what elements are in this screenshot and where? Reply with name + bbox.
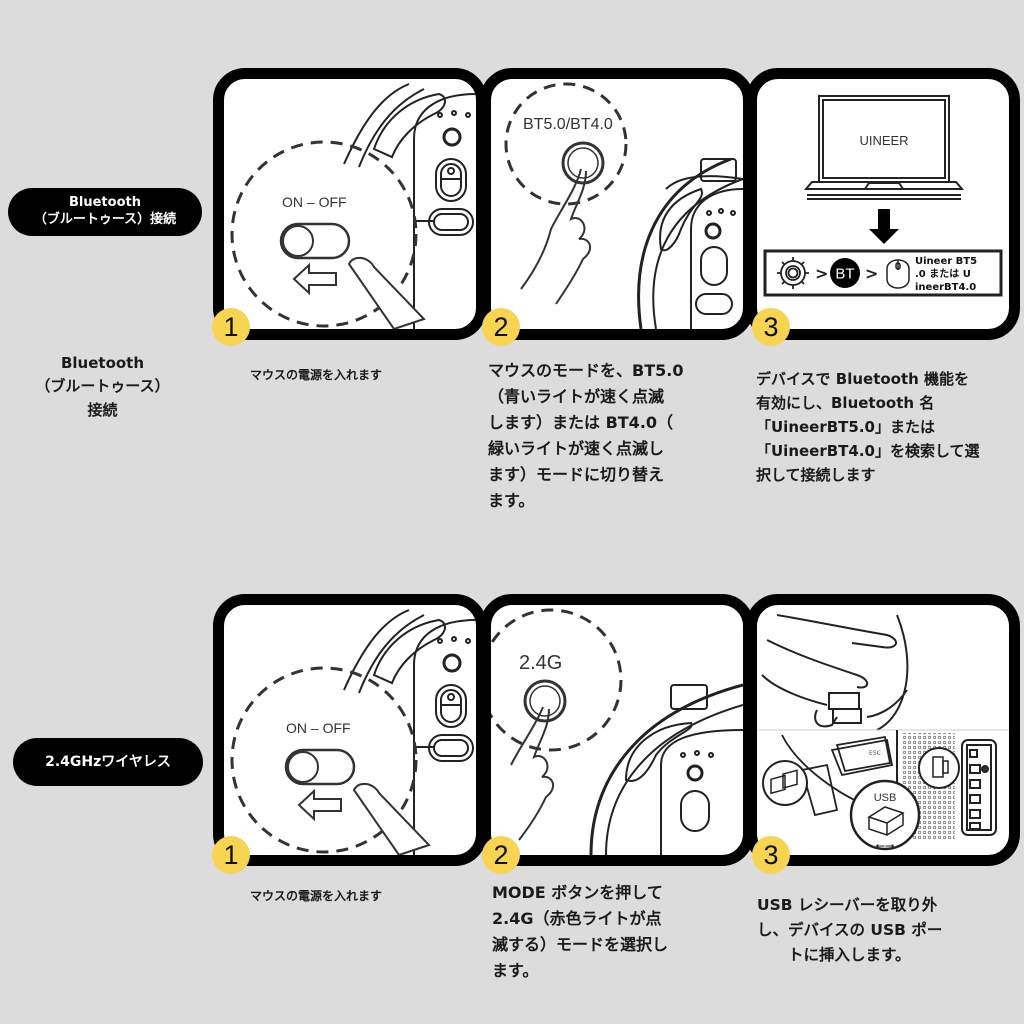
description-line: 2.4G（赤色ライトが点 xyxy=(492,908,662,928)
arrow-down-icon xyxy=(869,209,899,244)
wireless-step-1-card: ON – OFF xyxy=(213,594,487,866)
description-line: 「UineerBT5.0」または xyxy=(756,418,935,436)
mode-button-illustration: 2.4G xyxy=(491,608,743,855)
button-label: BT5.0/BT4.0 xyxy=(523,116,613,133)
description-line: ます。 xyxy=(488,490,535,510)
laptop-icon xyxy=(803,95,965,200)
laptop-screen-label: UINEER xyxy=(859,133,908,148)
pill-line-1: Bluetooth xyxy=(69,195,141,211)
description-line: 緑いライトが速く点滅し xyxy=(488,438,665,458)
step-number-badge: 3 xyxy=(752,836,790,874)
wireless-step-3-card: ESC USB ⭠⭢ xyxy=(746,594,1020,866)
description-line: します）または BT4.0（ xyxy=(488,412,674,432)
bt-badge-label: BT xyxy=(835,266,854,283)
esc-key-label: ESC xyxy=(869,750,881,757)
step-number-badge: 1 xyxy=(212,836,250,874)
bt-step-3-card: UINEER > BT > Uineer BT5 .0 または U ineerB… xyxy=(746,68,1020,340)
description-line: マウスの電源を入れます xyxy=(250,368,383,382)
usb-callout xyxy=(849,779,921,851)
bluetooth-section-pill: Bluetooth （ブルートゥース）接続 xyxy=(8,188,202,236)
chevron-right-icon: > xyxy=(815,264,828,283)
description-line: ます。 xyxy=(492,960,539,980)
bluetooth-side-label: Bluetooth （ブルートゥース） 接続 xyxy=(0,352,205,422)
description-line: デバイスで Bluetooth 機能を xyxy=(756,370,970,388)
description-line: 有効にし、Bluetooth 名 xyxy=(756,394,935,412)
power-switch-illustration: ON – OFF xyxy=(230,609,476,855)
description-line: マウスのモードを、BT5.0 xyxy=(488,361,684,380)
arrow-left-icon xyxy=(297,788,342,822)
switch-label: ON – OFF xyxy=(282,194,347,210)
power-switch-illustration: ON – OFF xyxy=(230,83,476,329)
description-line: 「UineerBT4.0」を検索して選 xyxy=(756,442,980,460)
side-label-line-2: （ブルートゥース） xyxy=(35,377,170,396)
pairing-illustration: UINEER > BT > Uineer BT5 .0 または U ineerB… xyxy=(763,95,1003,297)
receiver-callout-right xyxy=(918,747,960,789)
hand-icon xyxy=(520,168,592,305)
usb-receiver-icon xyxy=(867,806,905,837)
finger-icon xyxy=(352,782,431,855)
bluetooth-badge-icon xyxy=(830,258,860,288)
usb-receiver-illustration: ESC USB ⭠⭢ xyxy=(757,614,1009,852)
arrow-left-icon xyxy=(292,262,337,296)
description-line: 択して接続します xyxy=(756,466,876,484)
mouse-icon xyxy=(886,259,910,289)
description-line: ます）モードに切り替え xyxy=(488,464,665,484)
wireless-step-2-description: MODE ボタンを押して 2.4G（赤色ライトが点 滅する）モードを選択し ます… xyxy=(492,880,668,984)
button-label: 2.4G xyxy=(519,652,562,674)
bt-step-1-description: マウスの電源を入れます xyxy=(250,366,382,385)
pill-line-2: （ブルートゥース）接続 xyxy=(33,212,177,227)
description-line: （青いライトが速く点滅 xyxy=(488,386,665,406)
side-label-line-3: 接続 xyxy=(87,400,118,419)
switch-label: ON – OFF xyxy=(286,720,351,736)
gear-icon xyxy=(777,257,809,289)
description-line: トに挿入します。 xyxy=(757,945,911,964)
description-line: し、デバイスの USB ポー xyxy=(757,920,943,939)
wireless-step-2-card: 2.4G xyxy=(480,594,754,866)
description-line: マウスの電源を入れます xyxy=(250,889,383,903)
pill-label: 2.4GHzワイヤレス xyxy=(45,753,171,770)
device-name: Uineer BT5 .0 または U ineerBT4.0 xyxy=(915,256,981,293)
hand-removing-receiver-icon xyxy=(761,614,909,731)
step-number-badge: 1 xyxy=(212,308,250,346)
description-line: 滅する）モードを選択し xyxy=(492,934,669,954)
bt-step-2-description: マウスのモードを、BT5.0 （青いライトが速く点滅 します）または BT4.0… xyxy=(488,358,683,513)
step-number-badge: 3 xyxy=(752,308,790,346)
wireless-step-3-description: USB レシーバーを取り外 し、デバイスの USB ポー トに挿入します。 xyxy=(757,893,942,967)
wireless-section-pill: 2.4GHzワイヤレス xyxy=(13,738,203,786)
description-line: MODE ボタンを押して xyxy=(492,883,663,902)
bt-step-1-card: ON – OFF xyxy=(213,68,487,340)
hand-icon xyxy=(510,706,555,841)
chevron-right-icon: > xyxy=(865,264,878,283)
side-label-line-1: Bluetooth xyxy=(60,354,145,372)
wireless-step-1-description: マウスの電源を入れます xyxy=(250,887,382,906)
usb-symbol-icon: ⭠⭢ xyxy=(875,838,895,852)
bt-step-2-card: BT5.0/BT4.0 xyxy=(480,68,754,340)
pc-ports-icon xyxy=(961,739,997,836)
usb-label: USB xyxy=(874,792,897,804)
bt-step-3-description: デバイスで Bluetooth 機能を 有効にし、Bluetooth 名 「Ui… xyxy=(756,367,980,487)
mode-button-illustration: BT5.0/BT4.0 xyxy=(504,82,743,329)
step-number-badge: 2 xyxy=(482,308,520,346)
description-line: USB レシーバーを取り外 xyxy=(757,896,938,914)
finger-icon xyxy=(347,256,426,329)
step-number-badge: 2 xyxy=(482,836,520,874)
